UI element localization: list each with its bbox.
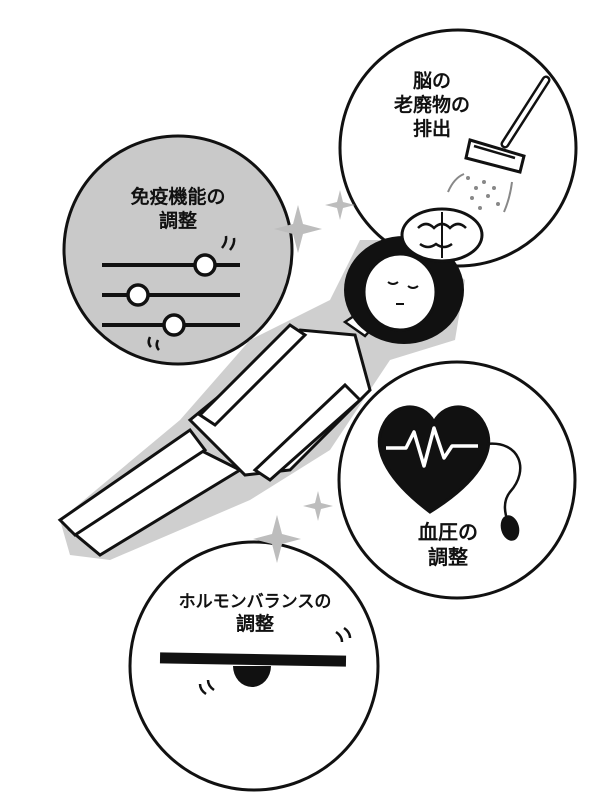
immune-label-line2: 調整 bbox=[98, 210, 258, 234]
blood-label: 血圧の 調整 bbox=[388, 520, 508, 570]
hormone-label-line2: 調整 bbox=[160, 613, 350, 637]
immune-label-line1: 免疫機能の bbox=[98, 186, 258, 210]
hormone-label: ホルモンバランスの 調整 bbox=[160, 592, 350, 637]
immune-label: 免疫機能の 調整 bbox=[98, 186, 258, 234]
blood-label-line2: 調整 bbox=[388, 545, 508, 570]
immune-bubble bbox=[64, 136, 292, 364]
blood-label-line1: 血圧の bbox=[388, 520, 508, 545]
brain-label-line1: 脳の bbox=[382, 70, 482, 94]
brain-label-line2: 老廃物の bbox=[382, 94, 482, 118]
brain-icon bbox=[402, 209, 482, 261]
brain-label-line3: 排出 bbox=[382, 118, 482, 142]
brain-label: 脳の 老廃物の 排出 bbox=[382, 70, 482, 141]
hormone-bubble bbox=[130, 542, 378, 790]
hormone-label-line1: ホルモンバランスの bbox=[160, 592, 350, 613]
